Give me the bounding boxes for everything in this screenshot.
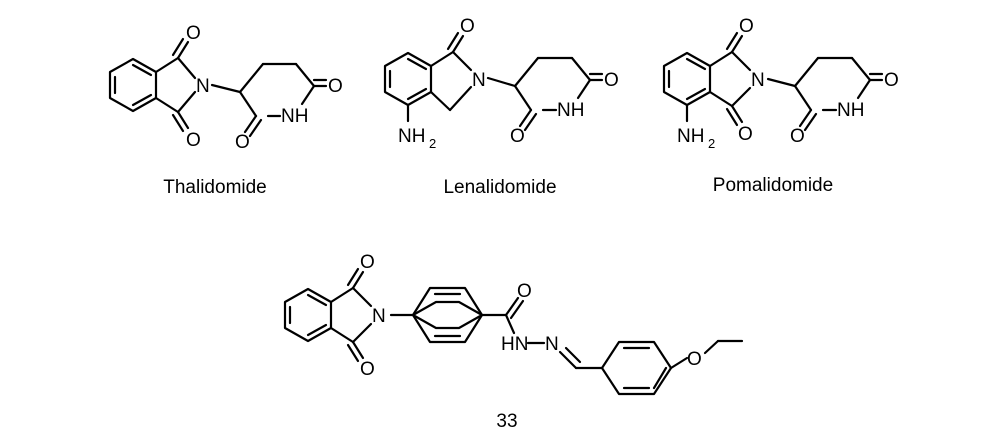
thal-imide-nitrogen: N <box>196 76 210 97</box>
thal-oxygen-bottom: O <box>186 130 201 151</box>
len-amine-subscript: 2 <box>429 136 436 151</box>
pomalidomide-caption: Pomalidomide <box>713 175 833 196</box>
pom-amine-subscript: 2 <box>708 136 715 151</box>
pom-amine-label: NH <box>677 126 704 147</box>
pom-imide-nitrogen: N <box>751 70 765 91</box>
lenalidomide-structure: O N O NH O NH 2 Lenalidomide <box>383 16 619 198</box>
thalidomide-structure: O N O O NH O Thalidomide <box>108 23 343 198</box>
len-lactam-nitrogen: N <box>472 70 486 91</box>
compound-33-caption: 33 <box>496 411 517 432</box>
len-oxygen-glut-left: O <box>510 126 525 147</box>
compound-33-structure: O N O O HN N O 33 <box>283 252 744 432</box>
len-oxygen-glut-right: O <box>604 70 619 91</box>
pom-nh: NH <box>837 100 864 121</box>
lenalidomide-caption: Lenalidomide <box>443 177 556 198</box>
len-nh: NH <box>557 100 584 121</box>
c33-imine-nitrogen: N <box>545 334 559 355</box>
pom-oxygen-glut-left: O <box>790 126 805 147</box>
c33-imide-nitrogen: N <box>372 306 386 327</box>
pomalidomide-structure: O N O O NH O NH 2 Pomalidomide <box>662 16 899 196</box>
c33-oxygen-bottom: O <box>360 359 375 380</box>
thal-nh: NH <box>281 106 308 127</box>
thalidomide-caption: Thalidomide <box>163 177 267 198</box>
len-oxygen-top: O <box>460 16 475 37</box>
pom-oxygen-bottom: O <box>738 124 753 145</box>
len-amine-label: NH <box>398 126 425 147</box>
pom-oxygen-glut-right: O <box>884 70 899 91</box>
c33-oxygen-ether: O <box>687 349 702 370</box>
thal-oxygen-glut-left: O <box>235 132 250 153</box>
c33-oxygen-amide: O <box>517 281 532 302</box>
c33-hn: HN <box>501 334 528 355</box>
thal-oxygen-glut-right: O <box>328 76 343 97</box>
c33-oxygen-top: O <box>360 252 375 273</box>
thal-oxygen-top: O <box>186 23 201 44</box>
pom-oxygen-top: O <box>739 16 754 37</box>
